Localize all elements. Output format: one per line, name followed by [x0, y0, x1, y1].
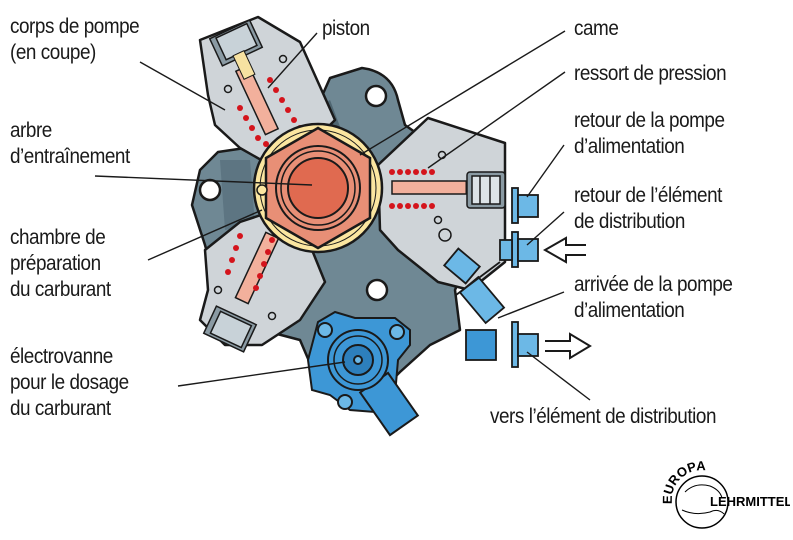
logo-side-text: LEHRMITTEL: [710, 494, 790, 509]
europa-lehrmittel-logo: LEHRMITTEL EUROPA: [660, 458, 790, 529]
flow-arrows: [542, 236, 592, 360]
leader-arrivee: [497, 291, 565, 319]
lower-plug: [202, 305, 258, 353]
leader-chambre: [147, 209, 263, 261]
pump-housing-right: [376, 116, 507, 292]
label-came: came: [574, 17, 619, 40]
leader-piston: [267, 32, 318, 89]
hole-left: [198, 178, 222, 202]
drive-shaft: [287, 157, 349, 219]
hole-bottom: [365, 278, 389, 302]
label-retour-pompe: retour de la pompe d’alimentation: [574, 109, 725, 158]
cam-assembly: [252, 122, 384, 254]
fitting-return-element: [499, 231, 539, 268]
right-plug: [466, 171, 506, 209]
outlet-arrow-icon: [545, 332, 592, 360]
label-piston: piston: [322, 17, 370, 40]
hole-top: [364, 84, 388, 108]
fitting-inlet: [442, 247, 506, 325]
inlet-arrow-icon: [542, 236, 586, 264]
leader-came: [359, 30, 566, 156]
label-vers-element: vers l’élément de distribution: [490, 405, 717, 428]
label-arbre-entrainement: arbre d’entraînement: [10, 119, 130, 168]
label-electrovanne: électrovanne pour le dosage du carburant: [10, 345, 129, 420]
label-chambre-preparation: chambre de préparation du carburant: [10, 226, 111, 301]
label-ressort-de-pression: ressort de pression: [574, 62, 727, 85]
upper-spring: [237, 77, 303, 147]
label-corps-de-pompe: corps de pompe (en coupe): [10, 15, 140, 64]
leader-arbre: [94, 175, 313, 186]
right-spring: [389, 169, 435, 209]
fitting-outlet: [465, 321, 539, 368]
leader-ressort: [427, 71, 566, 169]
right-piston: [391, 180, 473, 195]
label-retour-element: retour de l’élément de distribution: [574, 184, 722, 233]
leader-corps: [139, 61, 226, 111]
fitting-return-pump: [511, 187, 539, 224]
leader-vers: [526, 351, 591, 401]
leader-retour-pompe: [526, 144, 565, 198]
label-arrivee-pompe: arrivée de la pompe d’alimentation: [574, 273, 733, 322]
leader-lines: [94, 30, 591, 401]
metering-solenoid-valve: [306, 310, 420, 437]
leader-electrovanne: [177, 361, 346, 387]
leader-retour-element: [526, 211, 565, 246]
lower-spring: [225, 233, 275, 291]
mounting-holes: [198, 84, 389, 302]
